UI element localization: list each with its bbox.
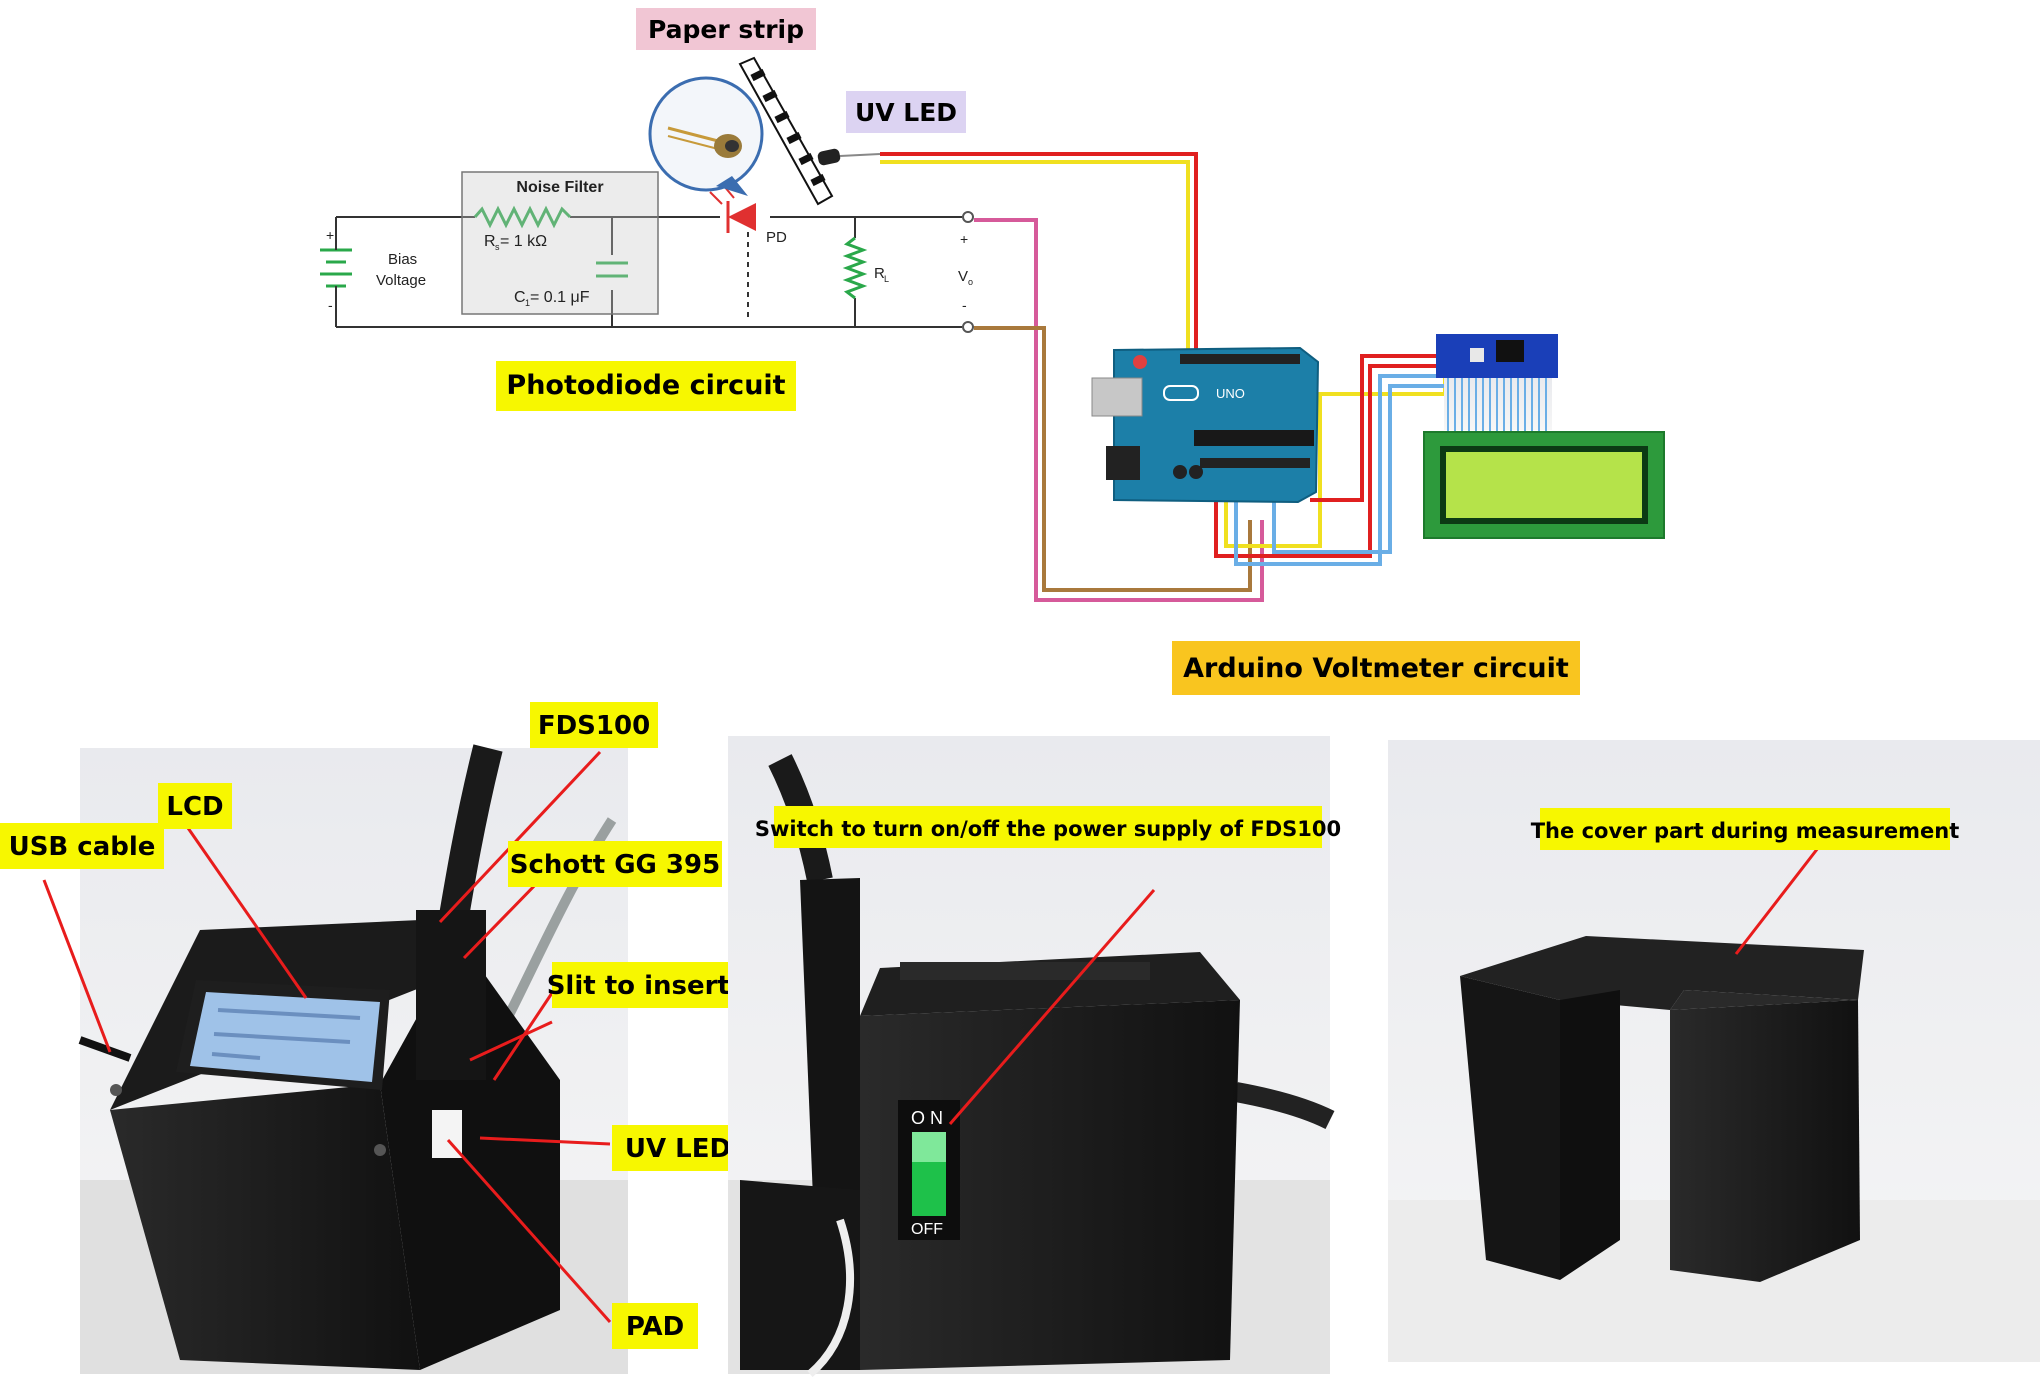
arduino-uno-board: UNO <box>1091 346 1320 504</box>
cover-label: The cover part during measurement <box>1531 819 1960 843</box>
photodiode-symbol <box>709 185 756 233</box>
vo-minus: - <box>962 297 967 313</box>
terminal-minus <box>962 321 974 333</box>
svg-text:UNO: UNO <box>1216 386 1245 401</box>
c1-value-label: C = 0.1 μF <box>514 289 590 306</box>
arduino-circuit-label-bg <box>1172 641 1580 695</box>
rl-label: R <box>874 265 885 282</box>
cover-label-bg <box>1540 808 1950 850</box>
capacitor-symbol <box>596 261 628 278</box>
battery-plus: + <box>326 227 334 243</box>
paper-strip <box>738 56 834 206</box>
noise-filter-box <box>461 171 659 315</box>
uv-led-component <box>817 148 881 166</box>
rs-value-label: R = 1 kΩ <box>484 233 547 250</box>
fds100-label-bg <box>530 702 658 748</box>
switch-label: Switch to turn on/off the power supply o… <box>755 817 1341 841</box>
uv-led-photo-label: UV LED <box>625 1134 731 1164</box>
pad-label-bg <box>612 1303 698 1349</box>
battery-minus: - <box>328 297 333 313</box>
voltage-label: Voltage <box>376 272 426 289</box>
resistor-rs-symbol <box>473 205 572 229</box>
photodiode-zoom-bubble <box>648 76 764 196</box>
battery-symbol <box>320 248 352 288</box>
schott-label-bg <box>508 841 722 887</box>
lcd-label: LCD <box>166 792 223 822</box>
arduino-circuit-label: Arduino Voltmeter circuit <box>1183 653 1569 684</box>
resistor-rl-symbol <box>842 236 868 300</box>
switch-on-label: O N <box>911 1108 943 1128</box>
photodiode-circuit-diagram: Noise Filter R = 1 kΩ s C = 0.1 μF 1 Bia… <box>320 8 974 411</box>
noise-filter-label: Noise Filter <box>516 179 603 196</box>
usb-cable-label-bg <box>0 823 164 869</box>
photodiode-circuit-label-bg <box>496 361 796 411</box>
paper-strip-label: Paper strip <box>648 15 804 44</box>
vo-subscript: o <box>968 277 973 287</box>
vo-plus: + <box>960 231 968 247</box>
c1-subscript: 1 <box>525 298 530 308</box>
lcd-label-bg <box>158 783 232 829</box>
vo-label: V <box>958 268 968 285</box>
switch-off-label: OFF <box>911 1221 943 1238</box>
cover-pointer-line <box>1734 847 1820 955</box>
paper-strip-label-bg <box>636 8 816 50</box>
rl-subscript: L <box>884 274 889 284</box>
fds100-label: FDS100 <box>538 711 650 741</box>
uv-led-photo-label-bg <box>612 1125 744 1171</box>
pd-label: PD <box>766 229 787 246</box>
usb-cable-label: USB cable <box>9 832 156 862</box>
bias-label: Bias <box>388 251 417 268</box>
uv-led-label: UV LED <box>855 98 957 127</box>
i2c-lcd-module <box>1423 334 1665 539</box>
photodiode-circuit-label: Photodiode circuit <box>506 370 785 401</box>
photo1-pointer-lines <box>42 750 612 1323</box>
pad-label: PAD <box>626 1312 684 1342</box>
rs-subscript: s <box>495 242 500 252</box>
switch-label-bg <box>774 806 1322 848</box>
uv-led-label-bg <box>846 91 966 133</box>
terminal-plus <box>962 211 974 223</box>
switch-pointer-line <box>948 889 1156 1125</box>
schott-label: Schott GG 395 <box>510 850 720 880</box>
circuit-wires <box>335 216 962 328</box>
